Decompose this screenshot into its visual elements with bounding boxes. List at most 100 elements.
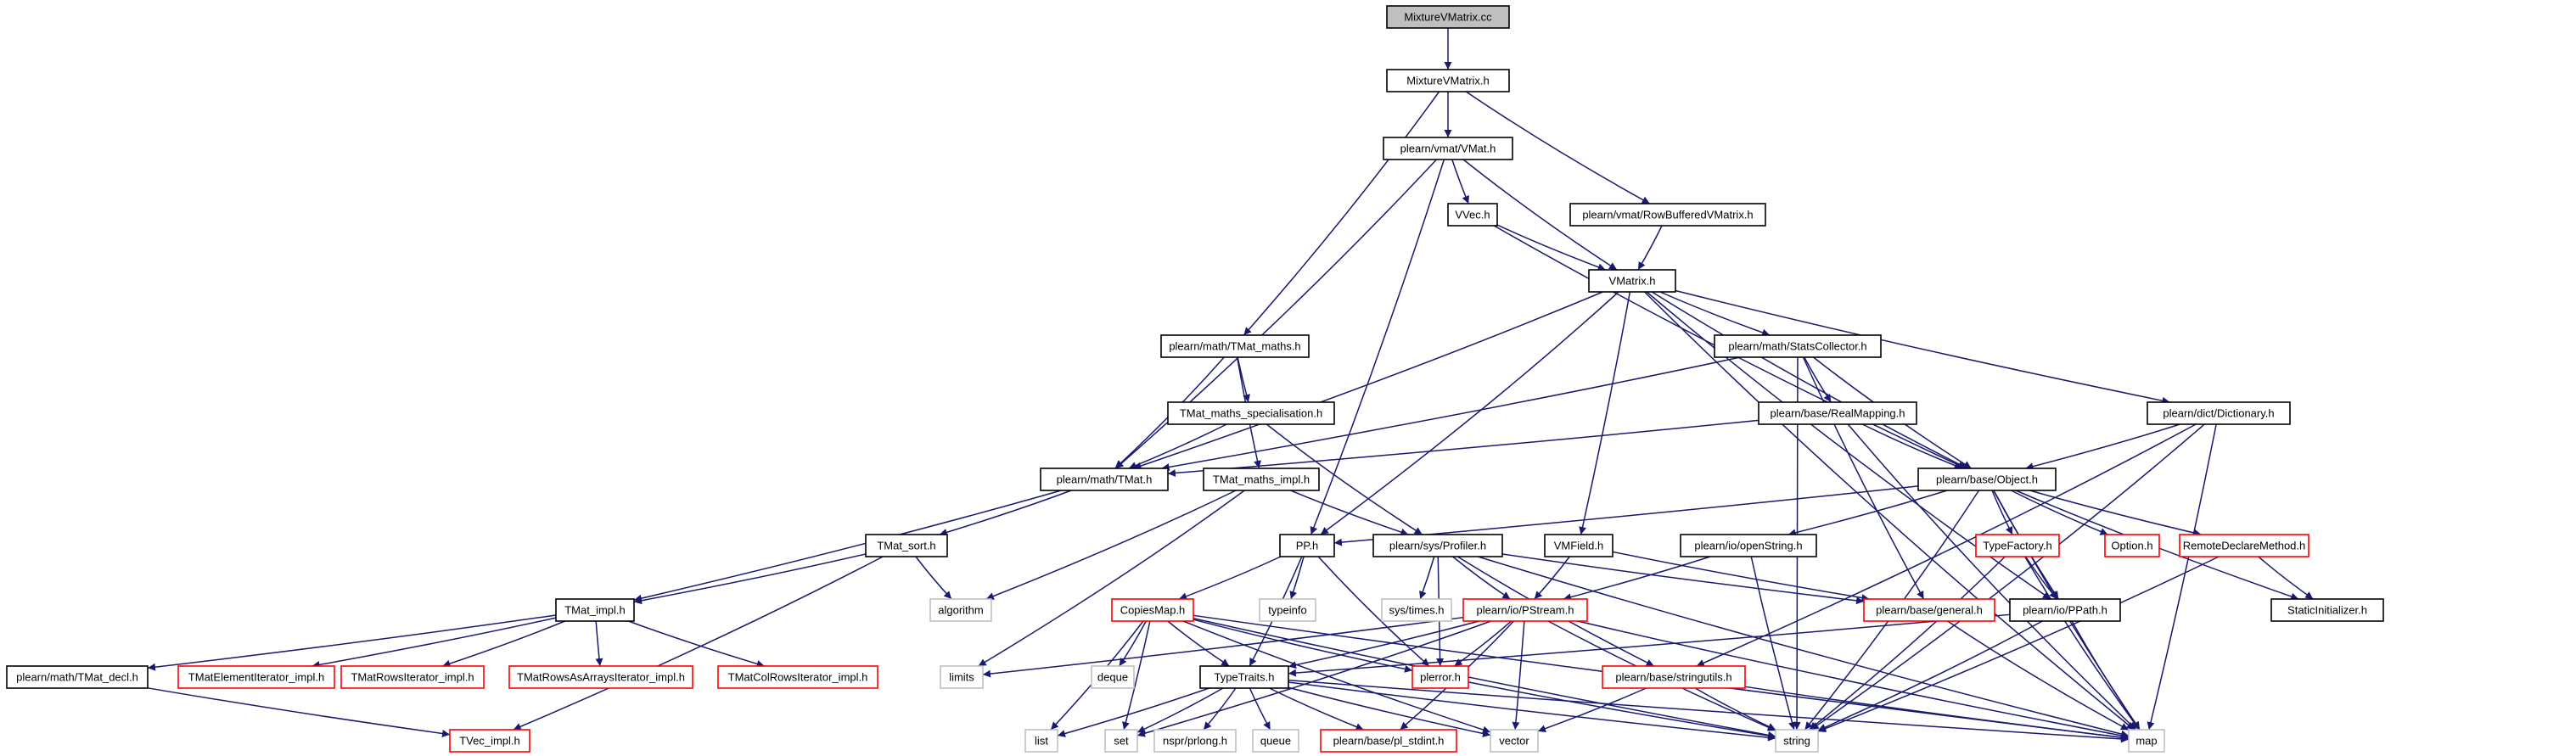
node-label: deque — [1097, 670, 1128, 683]
node-mixture-h[interactable]: MixtureVMatrix.h — [1386, 69, 1510, 92]
node-stringutils[interactable]: plearn/base/stringutils.h — [1602, 665, 1746, 689]
node-realmap[interactable]: plearn/base/RealMapping.h — [1758, 401, 1917, 425]
edge-tmat-to-tmat_impl — [633, 490, 1062, 602]
node-pstream[interactable]: plearn/io/PStream.h — [1462, 598, 1588, 622]
node-tmatrows[interactable]: TMatRowsIterator_impl.h — [340, 665, 485, 689]
edge-stringutils-to-vector — [1537, 687, 1647, 732]
edge-pstream-to-limits — [982, 616, 1464, 678]
node-dictionary[interactable]: plearn/dict/Dictionary.h — [2147, 401, 2291, 425]
edge-remotedecl-to-staticinit — [2258, 556, 2314, 600]
node-label: plearn/io/PPath.h — [2023, 603, 2107, 616]
node-box — [1462, 598, 1588, 622]
edge-vmat_h-to-tmat — [1115, 159, 1438, 469]
node-option[interactable]: Option.h — [2104, 534, 2160, 557]
node-general[interactable]: plearn/base/general.h — [1863, 598, 1995, 622]
node-box — [1758, 401, 1917, 425]
node-box — [929, 598, 992, 622]
node-tmat-decl[interactable]: plearn/math/TMat_decl.h — [6, 665, 149, 689]
node-label: Option.h — [2111, 539, 2152, 552]
node-tmat-maths[interactable]: plearn/math/TMat_maths.h — [1160, 334, 1310, 358]
node-box — [1320, 729, 1457, 753]
node-tmat-spec[interactable]: TMat_maths_specialisation.h — [1167, 401, 1335, 425]
edge-tmat_spec-to-tmat — [1128, 423, 1227, 469]
node-box — [1160, 334, 1310, 358]
node-statscol[interactable]: plearn/math/StatsCollector.h — [1714, 334, 1882, 358]
edge-tmat_sort-to-tmat_impl — [633, 553, 867, 605]
node-label: TMat_maths_specialisation.h — [1180, 406, 1322, 419]
node-label: PP.h — [1296, 539, 1319, 552]
node-box — [2270, 598, 2384, 622]
node-plerror[interactable]: plerror.h — [1411, 665, 1469, 689]
edge-tmat_maths-to-tmat_spec — [1237, 356, 1250, 403]
node-limits: limits — [940, 665, 984, 689]
edge-general-to-map — [1947, 620, 2130, 731]
edge-typetraits-to-queue — [1249, 687, 1271, 731]
node-mixture-cc[interactable]: MixtureVMatrix.cc — [1386, 5, 1510, 29]
node-staticinit[interactable]: StaticInitializer.h — [2270, 598, 2384, 622]
node-box — [1975, 534, 2060, 557]
node-profiler[interactable]: plearn/sys/Profiler.h — [1372, 534, 1503, 557]
node-systimes: sys/times.h — [1381, 598, 1452, 622]
edge-typetraits-to-nspr — [1203, 687, 1237, 731]
edge-tmat_sort-to-algorithm — [915, 556, 952, 600]
edge-openstring-to-pstream — [1563, 556, 1711, 602]
node-tmatrowsarr[interactable]: TMatRowsAsArraysIterator_impl.h — [508, 665, 693, 689]
edge-tmat_decl-to-tvec_impl — [147, 687, 451, 737]
node-vmat-h[interactable]: plearn/vmat/VMat.h — [1383, 137, 1513, 160]
node-box — [1203, 468, 1320, 491]
edge-object-to-option — [2011, 490, 2108, 535]
node-box — [1775, 729, 1819, 753]
edge-copiesmap-to-set — [1122, 620, 1151, 731]
node-remotedecl[interactable]: RemoteDeclareMethod.h — [2179, 534, 2309, 557]
node-vmatrix[interactable]: VMatrix.h — [1588, 269, 1676, 293]
node-label: plerror.h — [1420, 670, 1461, 683]
node-tmat-impl2[interactable]: TMat_maths_impl.h — [1203, 468, 1320, 491]
node-vmfield[interactable]: VMField.h — [1544, 534, 1614, 557]
edge-tmat_impl2-to-algorithm — [985, 490, 1237, 600]
node-tmatcolrows[interactable]: TMatColRowsIterator_impl.h — [717, 665, 878, 689]
node-tmat[interactable]: plearn/math/TMat.h — [1040, 468, 1169, 491]
node-tmat-impl[interactable]: TMat_impl.h — [555, 598, 635, 622]
node-object[interactable]: plearn/base/Object.h — [1917, 468, 2057, 491]
node-tmatelem[interactable]: TMatElementIterator_impl.h — [177, 665, 335, 689]
node-typeinfo: typeinfo — [1259, 598, 1316, 622]
node-box — [1024, 729, 1058, 753]
node-box — [555, 598, 635, 622]
node-label: plearn/dict/Dictionary.h — [2163, 406, 2274, 419]
edge-plerror-to-string — [1468, 681, 1776, 740]
node-ppath[interactable]: plearn/io/PPath.h — [2009, 598, 2121, 622]
node-typefactory[interactable]: TypeFactory.h — [1975, 534, 2060, 557]
node-openstring[interactable]: plearn/io/openString.h — [1680, 534, 1817, 557]
node-label: RemoteDeclareMethod.h — [2183, 539, 2306, 552]
node-label: plearn/base/stringutils.h — [1615, 670, 1731, 683]
node-box — [1167, 401, 1335, 425]
node-label: plearn/base/RealMapping.h — [1771, 406, 1905, 419]
edge-object-to-remotedecl — [2029, 490, 2202, 537]
node-label: plearn/base/general.h — [1876, 603, 1983, 616]
edge-dictionary-to-string — [1810, 423, 2205, 731]
node-label: VMatrix.h — [1609, 274, 1656, 287]
node-label: MixtureVMatrix.cc — [1404, 10, 1492, 23]
edge-tmat_spec-to-profiler — [1266, 423, 1423, 535]
edge-tmat_impl2-to-profiler — [1290, 490, 1409, 536]
node-label: plearn/base/Object.h — [1936, 473, 2038, 485]
node-plstdint[interactable]: plearn/base/pl_stdint.h — [1320, 729, 1457, 753]
node-box — [1588, 269, 1676, 293]
node-label: TypeTraits.h — [1214, 670, 1274, 683]
edge-vmatrix-to-pp — [1320, 291, 1619, 535]
node-label: TVec_impl.h — [459, 734, 520, 747]
edge-pp-to-copiesmap — [1178, 556, 1282, 601]
node-set: set — [1104, 729, 1138, 753]
edge-vmat_h-to-vvec — [1451, 159, 1469, 204]
node-vvec[interactable]: VVec.h — [1447, 203, 1498, 227]
edge-ppath-to-typetraits — [1288, 613, 2011, 677]
node-typetraits[interactable]: TypeTraits.h — [1199, 665, 1289, 689]
edge-pp-to-plerror — [1317, 556, 1430, 667]
node-copiesmap[interactable]: CopiesMap.h — [1111, 598, 1194, 622]
node-tmat-sort[interactable]: TMat_sort.h — [865, 534, 948, 557]
node-label: plearn/io/openString.h — [1694, 539, 1802, 552]
node-tvec-impl[interactable]: TVec_impl.h — [449, 729, 530, 753]
node-rowbuf[interactable]: plearn/vmat/RowBufferedVMatrix.h — [1569, 203, 1766, 227]
node-box — [1569, 203, 1766, 227]
node-pp[interactable]: PP.h — [1279, 534, 1335, 557]
